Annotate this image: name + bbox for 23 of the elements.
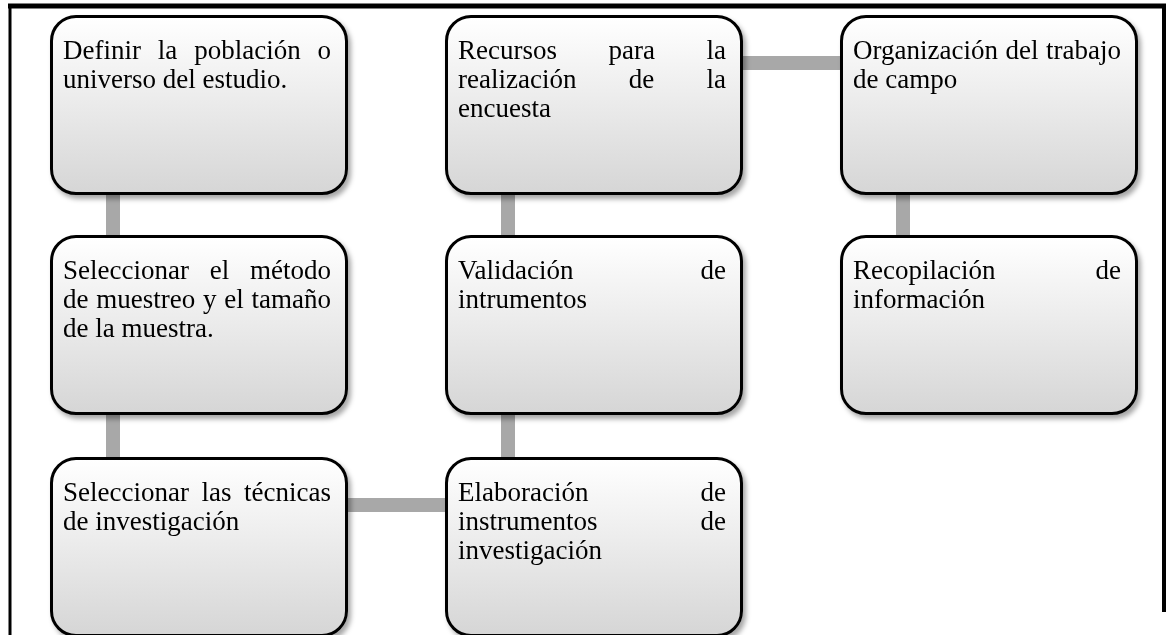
process-box bbox=[50, 235, 348, 415]
step-text: Validación de intrumentos bbox=[458, 256, 726, 314]
step-text: Recopilación de información bbox=[853, 256, 1121, 314]
connector-bar bbox=[106, 195, 120, 235]
process-box bbox=[50, 457, 348, 635]
connector-bar bbox=[348, 498, 445, 512]
step-text: Seleccionar las técnicas de investigación bbox=[63, 478, 331, 536]
process-box bbox=[840, 235, 1138, 415]
connector-bar bbox=[501, 195, 515, 235]
connector-bar bbox=[743, 56, 840, 70]
connector-bar bbox=[501, 415, 515, 457]
process-box bbox=[445, 235, 743, 415]
process-box bbox=[445, 15, 743, 195]
process-box bbox=[840, 15, 1138, 195]
step-text: Seleccionar el método de muestreo y el tamaño de la muestra. bbox=[63, 256, 331, 343]
step-text: Definir la población o universo del estudio. bbox=[63, 36, 331, 94]
connector-bar bbox=[106, 415, 120, 457]
step-text: Recursos para la realización de la encuesta bbox=[458, 36, 726, 123]
process-box bbox=[445, 457, 743, 635]
connector-bar bbox=[896, 195, 910, 235]
step-text: Organización del trabajo de campo bbox=[853, 36, 1121, 94]
process-box bbox=[50, 15, 348, 195]
step-text: Elaboración de instrumentos de investigación bbox=[458, 478, 726, 565]
